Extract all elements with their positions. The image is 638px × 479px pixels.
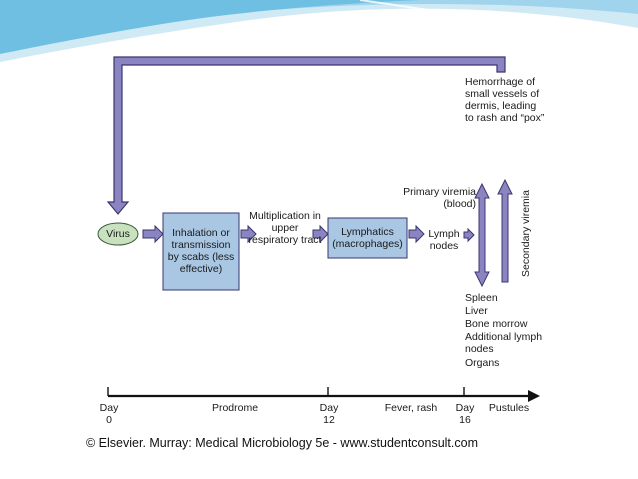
- organ-item: Liver: [465, 305, 488, 317]
- multiplication-label: Multiplication in upper respiratory trac…: [248, 210, 322, 246]
- header-wave-decoration: [0, 0, 638, 62]
- timeline-arrowhead: [528, 390, 540, 402]
- arrow-multiplication-to-lymphatics: [312, 224, 329, 244]
- lymphatics-box: [327, 217, 408, 259]
- timeline-pustules: Pustules: [488, 402, 530, 414]
- timeline-fever: Fever, rash: [384, 402, 438, 414]
- inhalation-box: [162, 212, 240, 291]
- organ-item: Organs: [465, 357, 500, 369]
- timeline-day12: Day 12: [319, 402, 339, 426]
- arrow-nodes-to-viremia: [463, 227, 475, 243]
- inhalation-label: Inhalation or transmission by scabs (les…: [167, 227, 235, 275]
- lymphatics-label: Lymphatics (macrophages): [332, 226, 403, 250]
- organ-item: Additional lymph nodes: [465, 331, 543, 355]
- feedback-arrow: [106, 56, 506, 215]
- copyright-credit: © Elsevier. Murray: Medical Microbiology…: [86, 436, 478, 450]
- arrow-lymphatics-to-nodes: [408, 224, 425, 244]
- lymph-nodes-label: Lymph nodes: [428, 228, 460, 252]
- timeline-prodrome: Prodrome: [211, 402, 259, 414]
- virus-node: [97, 222, 139, 246]
- timeline-day16: Day 16: [455, 402, 475, 426]
- secondary-viremia-label: Secondary viremia: [520, 190, 532, 277]
- primary-viremia-arrow: [474, 182, 490, 288]
- organ-item: Spleen: [465, 292, 498, 304]
- hemorrhage-label: Hemorrhage of small vessels of dermis, l…: [465, 76, 545, 124]
- arrow-inhalation-to-multiplication: [240, 224, 257, 244]
- virus-label: Virus: [106, 228, 130, 240]
- primary-viremia-label: Primary viremia (blood): [403, 186, 476, 210]
- timeline-day0: Day 0: [99, 402, 119, 426]
- organ-item: Bone morrow: [465, 318, 528, 330]
- secondary-viremia-arrow: [497, 178, 513, 283]
- arrow-virus-to-inhalation: [142, 224, 164, 244]
